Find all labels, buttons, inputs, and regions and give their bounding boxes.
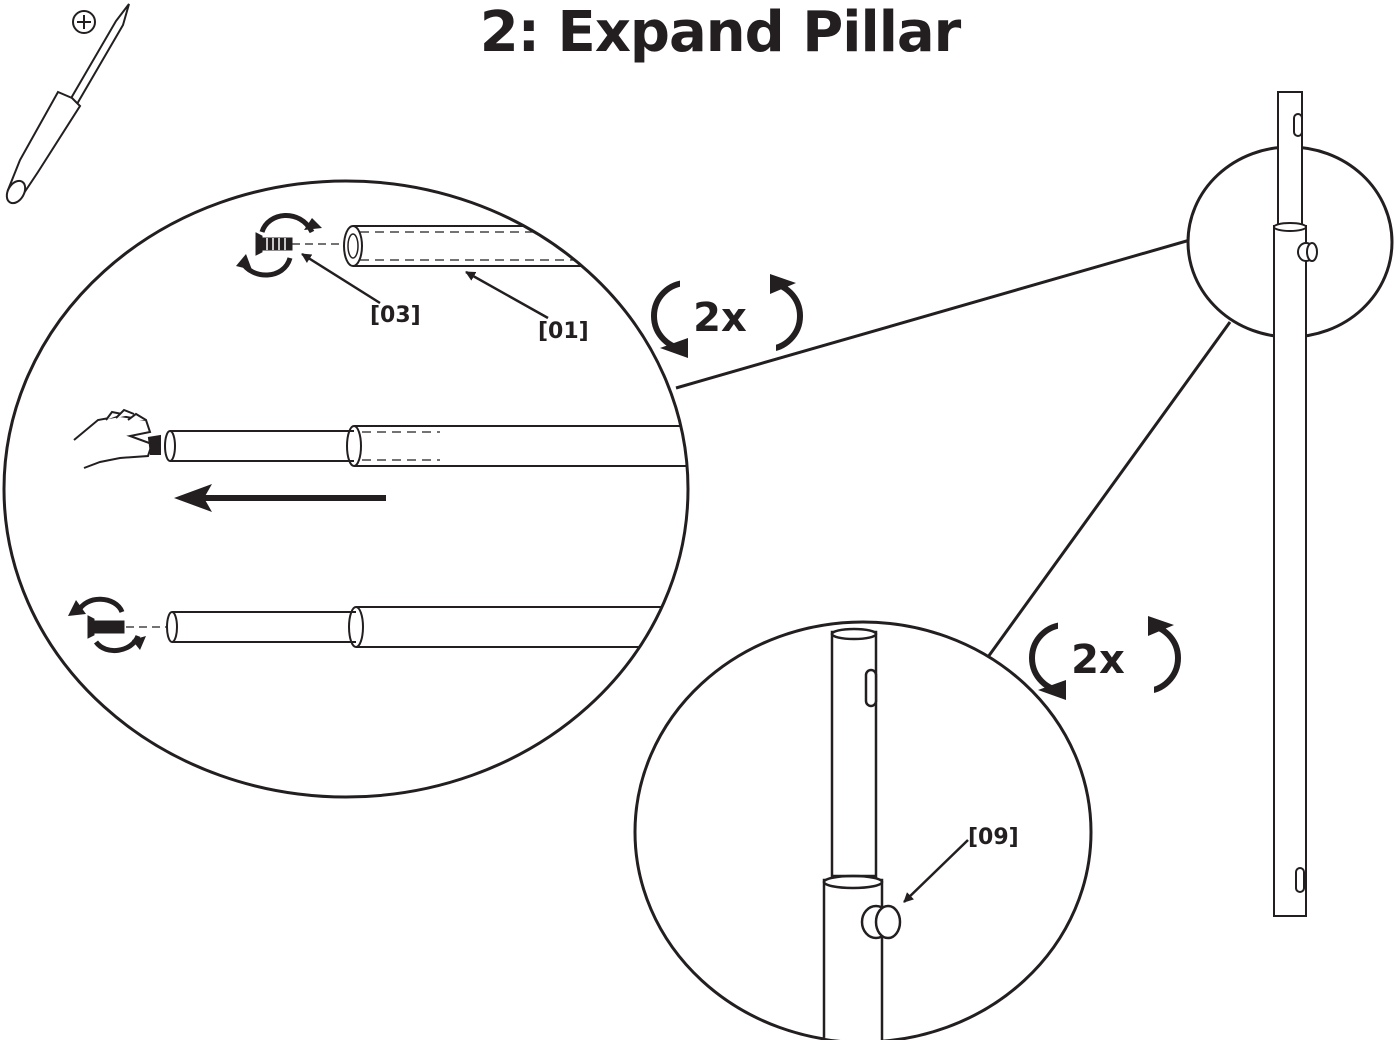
rotate-arrowhead-top [304,218,322,230]
rotate-arrowhead-c-top [68,600,86,616]
knob-callout-line [903,839,969,903]
rotate-arrowhead-bottom [236,254,252,270]
hand-pulling-icon [73,408,161,469]
tube-part-label: [01] [538,319,589,344]
rotate-arrowhead-c-bottom [132,636,146,650]
bolt-callout-line [301,252,381,305]
bolt-icon-step-c [87,615,125,639]
knob-detail [822,627,902,1040]
knob-part-label: [09] [968,825,1019,850]
tube-step-b [164,425,687,467]
repeat-badge-bottom: 2x [1029,616,1181,700]
full-pillar [1273,91,1318,917]
leader-line-top [675,238,1191,390]
repeat-badge-top-label: 2x [693,295,747,341]
repeat-badge-bottom-label: 2x [1071,637,1125,683]
leader-line-bottom [986,321,1232,658]
bolt-icon [255,232,293,256]
tube-callout-line [465,270,549,320]
detail-circle-assembly [2,179,690,799]
bolt-part-label: [03] [370,303,421,328]
repeat-badge-top: 2x [651,274,803,358]
step-title: 2: Expand Pillar [479,0,962,65]
pull-arrowhead [174,484,212,512]
phillips-screwdriver-icon [5,3,130,205]
